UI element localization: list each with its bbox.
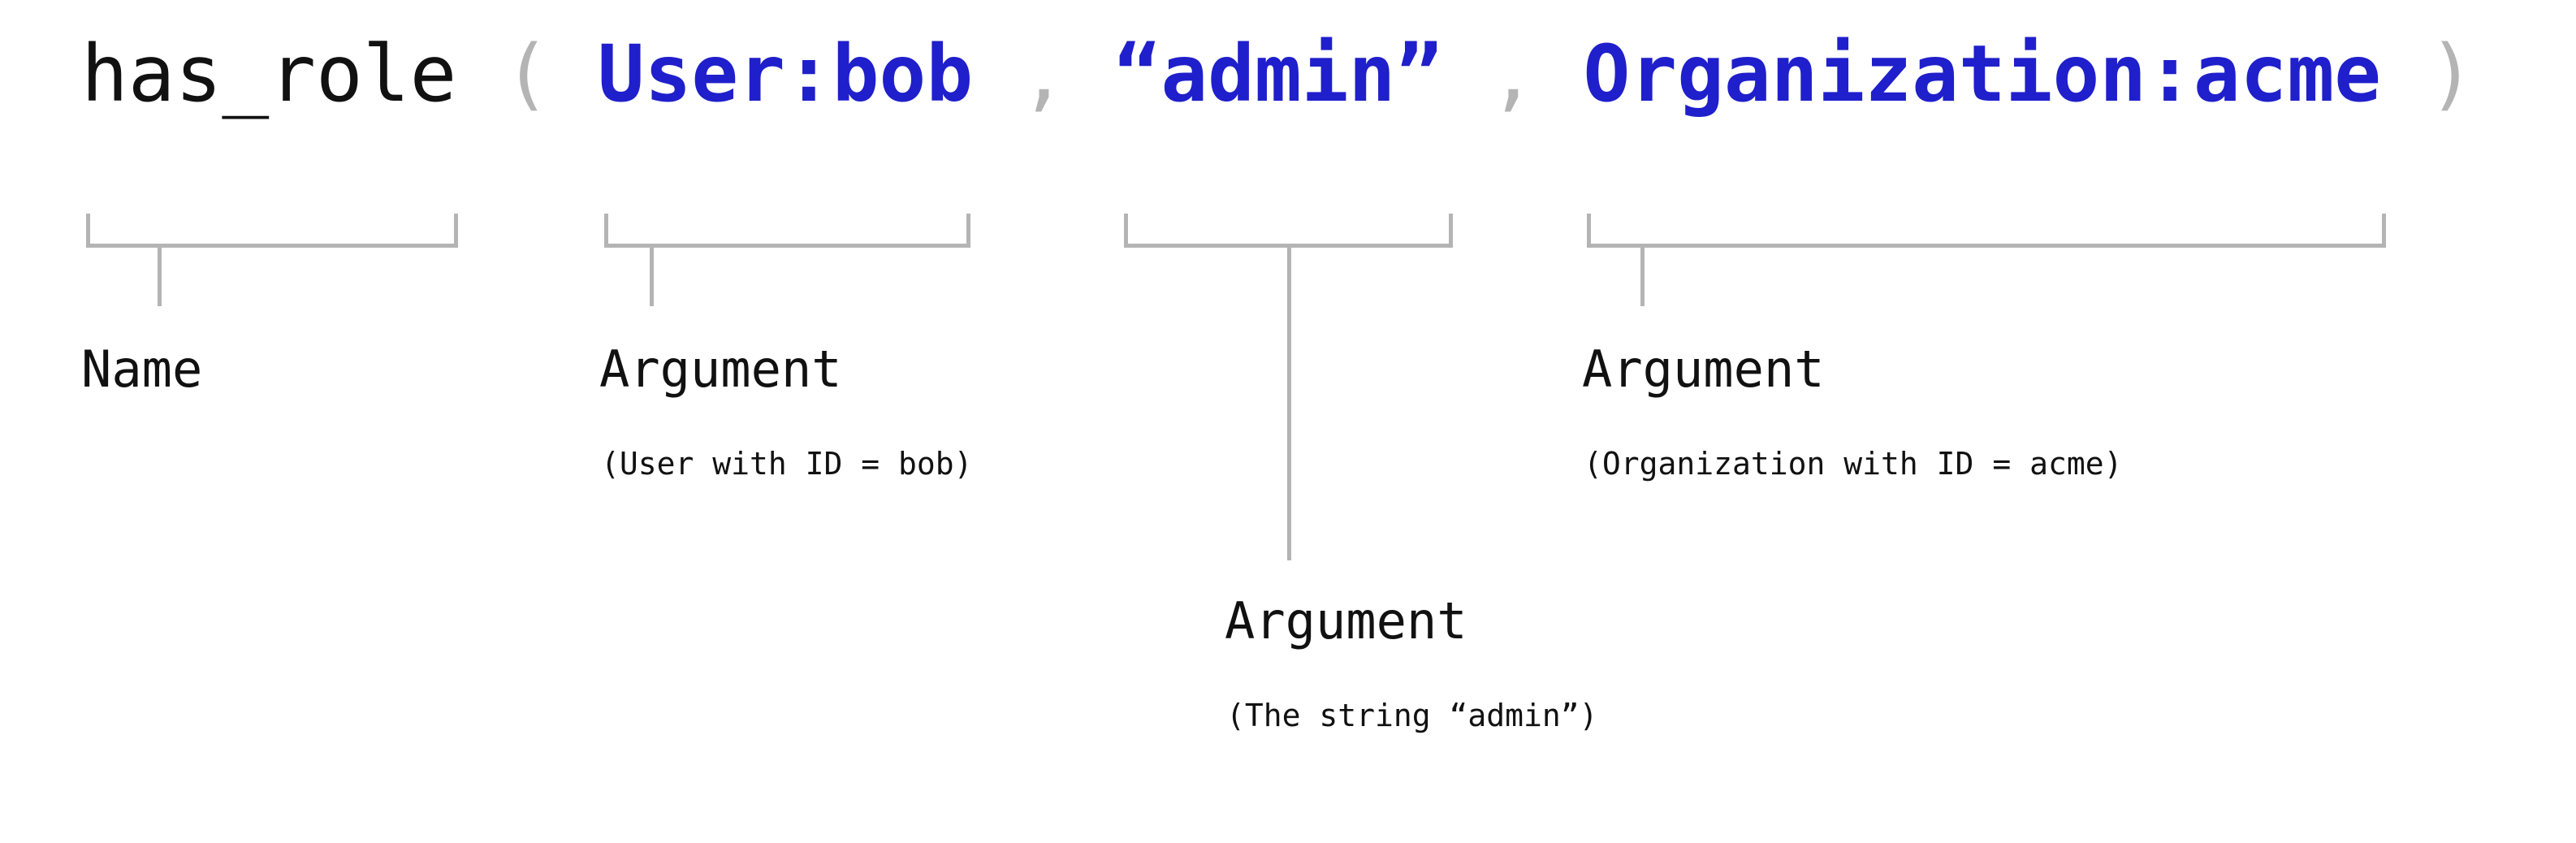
stem-argument-string: [1287, 248, 1291, 560]
argument-string-token: “admin”: [1113, 28, 1443, 119]
label-argument-organization: Argument: [1582, 339, 1825, 399]
predicate-expression: has_role ( User:bob , “admin” , Organiza…: [81, 29, 2475, 119]
predicate-name-token: has_role: [81, 28, 457, 119]
sublabel-argument-organization: (Organization with ID = acme): [1584, 446, 2123, 482]
bracket-argument-string: [1124, 214, 1453, 248]
label-argument-user: Argument: [599, 339, 842, 399]
sublabel-argument-string: (The string “admin”): [1226, 698, 1598, 733]
sublabel-argument-user: (User with ID = bob): [601, 446, 973, 482]
comma-two-token: ,: [1442, 28, 1584, 119]
bracket-name: [86, 214, 458, 248]
label-name: Name: [81, 339, 203, 399]
argument-user-token: User:bob: [597, 28, 974, 119]
bracket-argument-user: [604, 214, 970, 248]
comma-one-token: ,: [973, 28, 1114, 119]
stem-argument-organization: [1640, 248, 1645, 306]
label-argument-string: Argument: [1225, 591, 1467, 651]
argument-organization-token: Organization:acme: [1583, 28, 2382, 119]
close-paren-token: ): [2381, 28, 2475, 119]
bracket-argument-organization: [1587, 214, 2386, 248]
stem-argument-user: [650, 248, 654, 306]
open-paren-token: (: [456, 28, 598, 119]
stem-name: [158, 248, 162, 306]
